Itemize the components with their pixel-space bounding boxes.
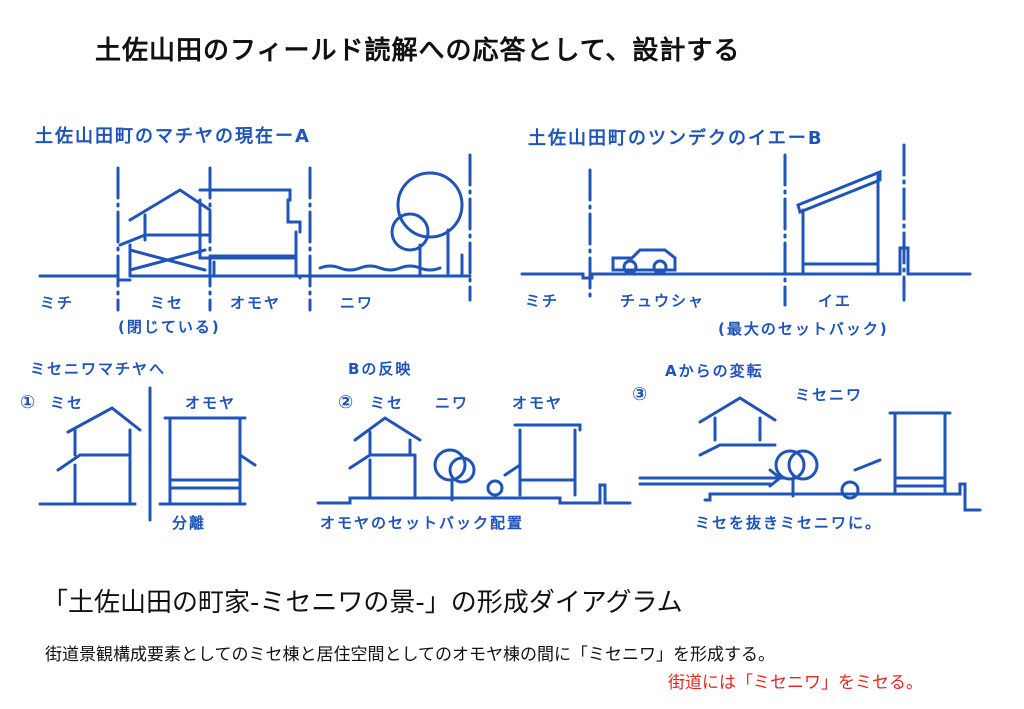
sketch-a-section xyxy=(38,153,472,312)
step-1-number: ① xyxy=(20,392,38,413)
step-3-number: ③ xyxy=(632,384,650,405)
step-3-sketch xyxy=(638,396,982,512)
step-2-label-mise: ミセ xyxy=(370,394,405,412)
sketch-b-label-parking: チュウシャ xyxy=(620,292,706,310)
sketch-b-note: (最大のセットバック) xyxy=(718,320,889,338)
step-3-subtitle: Aからの変転 xyxy=(665,362,764,380)
sketch-b-label-michi: ミチ xyxy=(525,292,560,310)
step-2-label-omoya: オモヤ xyxy=(512,394,564,412)
sketch-b-section xyxy=(520,143,972,307)
sketch-b-label-ie: イエ xyxy=(818,292,852,310)
page-title: 土佐山田のフィールド読解への応答として、設計する xyxy=(95,36,741,66)
step-2-sketch xyxy=(316,416,632,505)
step-3-caption: ミセを抜きミセニワに。 xyxy=(695,514,883,532)
step-2-subtitle: Bの反映 xyxy=(348,360,413,378)
sketch-b-title: 土佐山田町のツンデクのイエーB xyxy=(528,128,824,149)
proposal-heading: ミセニワマチヤへ xyxy=(30,360,167,378)
step-2-caption: オモヤのセットバック配置 xyxy=(320,514,525,532)
step-1-caption: 分離 xyxy=(172,514,207,532)
sketch-a-label-michi: ミチ xyxy=(40,294,75,312)
step-1-label-mise: ミセ xyxy=(50,394,85,412)
step-2-label-niwa: ニワ xyxy=(435,394,470,412)
sketch-a-title: 土佐山田町のマチヤの現在ーA xyxy=(35,126,311,147)
description-highlight: 街道には「ミセニワ」をミセる。 xyxy=(668,673,923,693)
sketch-a-label-mise: ミセ xyxy=(150,294,185,312)
step-3-label-miseniwa: ミセニワ xyxy=(795,386,864,404)
sketch-a-label-omoya: オモヤ xyxy=(230,294,282,312)
sketch-a-note: (閉じている) xyxy=(118,318,221,336)
step-1-label-omoya: オモヤ xyxy=(185,394,237,412)
sketch-a-label-niwa: ニワ xyxy=(340,294,375,312)
description: 街道景観構成要素としてのミセ棟と居住空間としてのオモヤ棟の間に「ミセニワ」を形成… xyxy=(45,645,775,665)
diagram-title: 「土佐山田の町家-ミセニワの景-」の形成ダイアグラム xyxy=(42,588,683,618)
step-2-number: ② xyxy=(338,392,356,413)
step-1-sketch xyxy=(38,386,257,522)
